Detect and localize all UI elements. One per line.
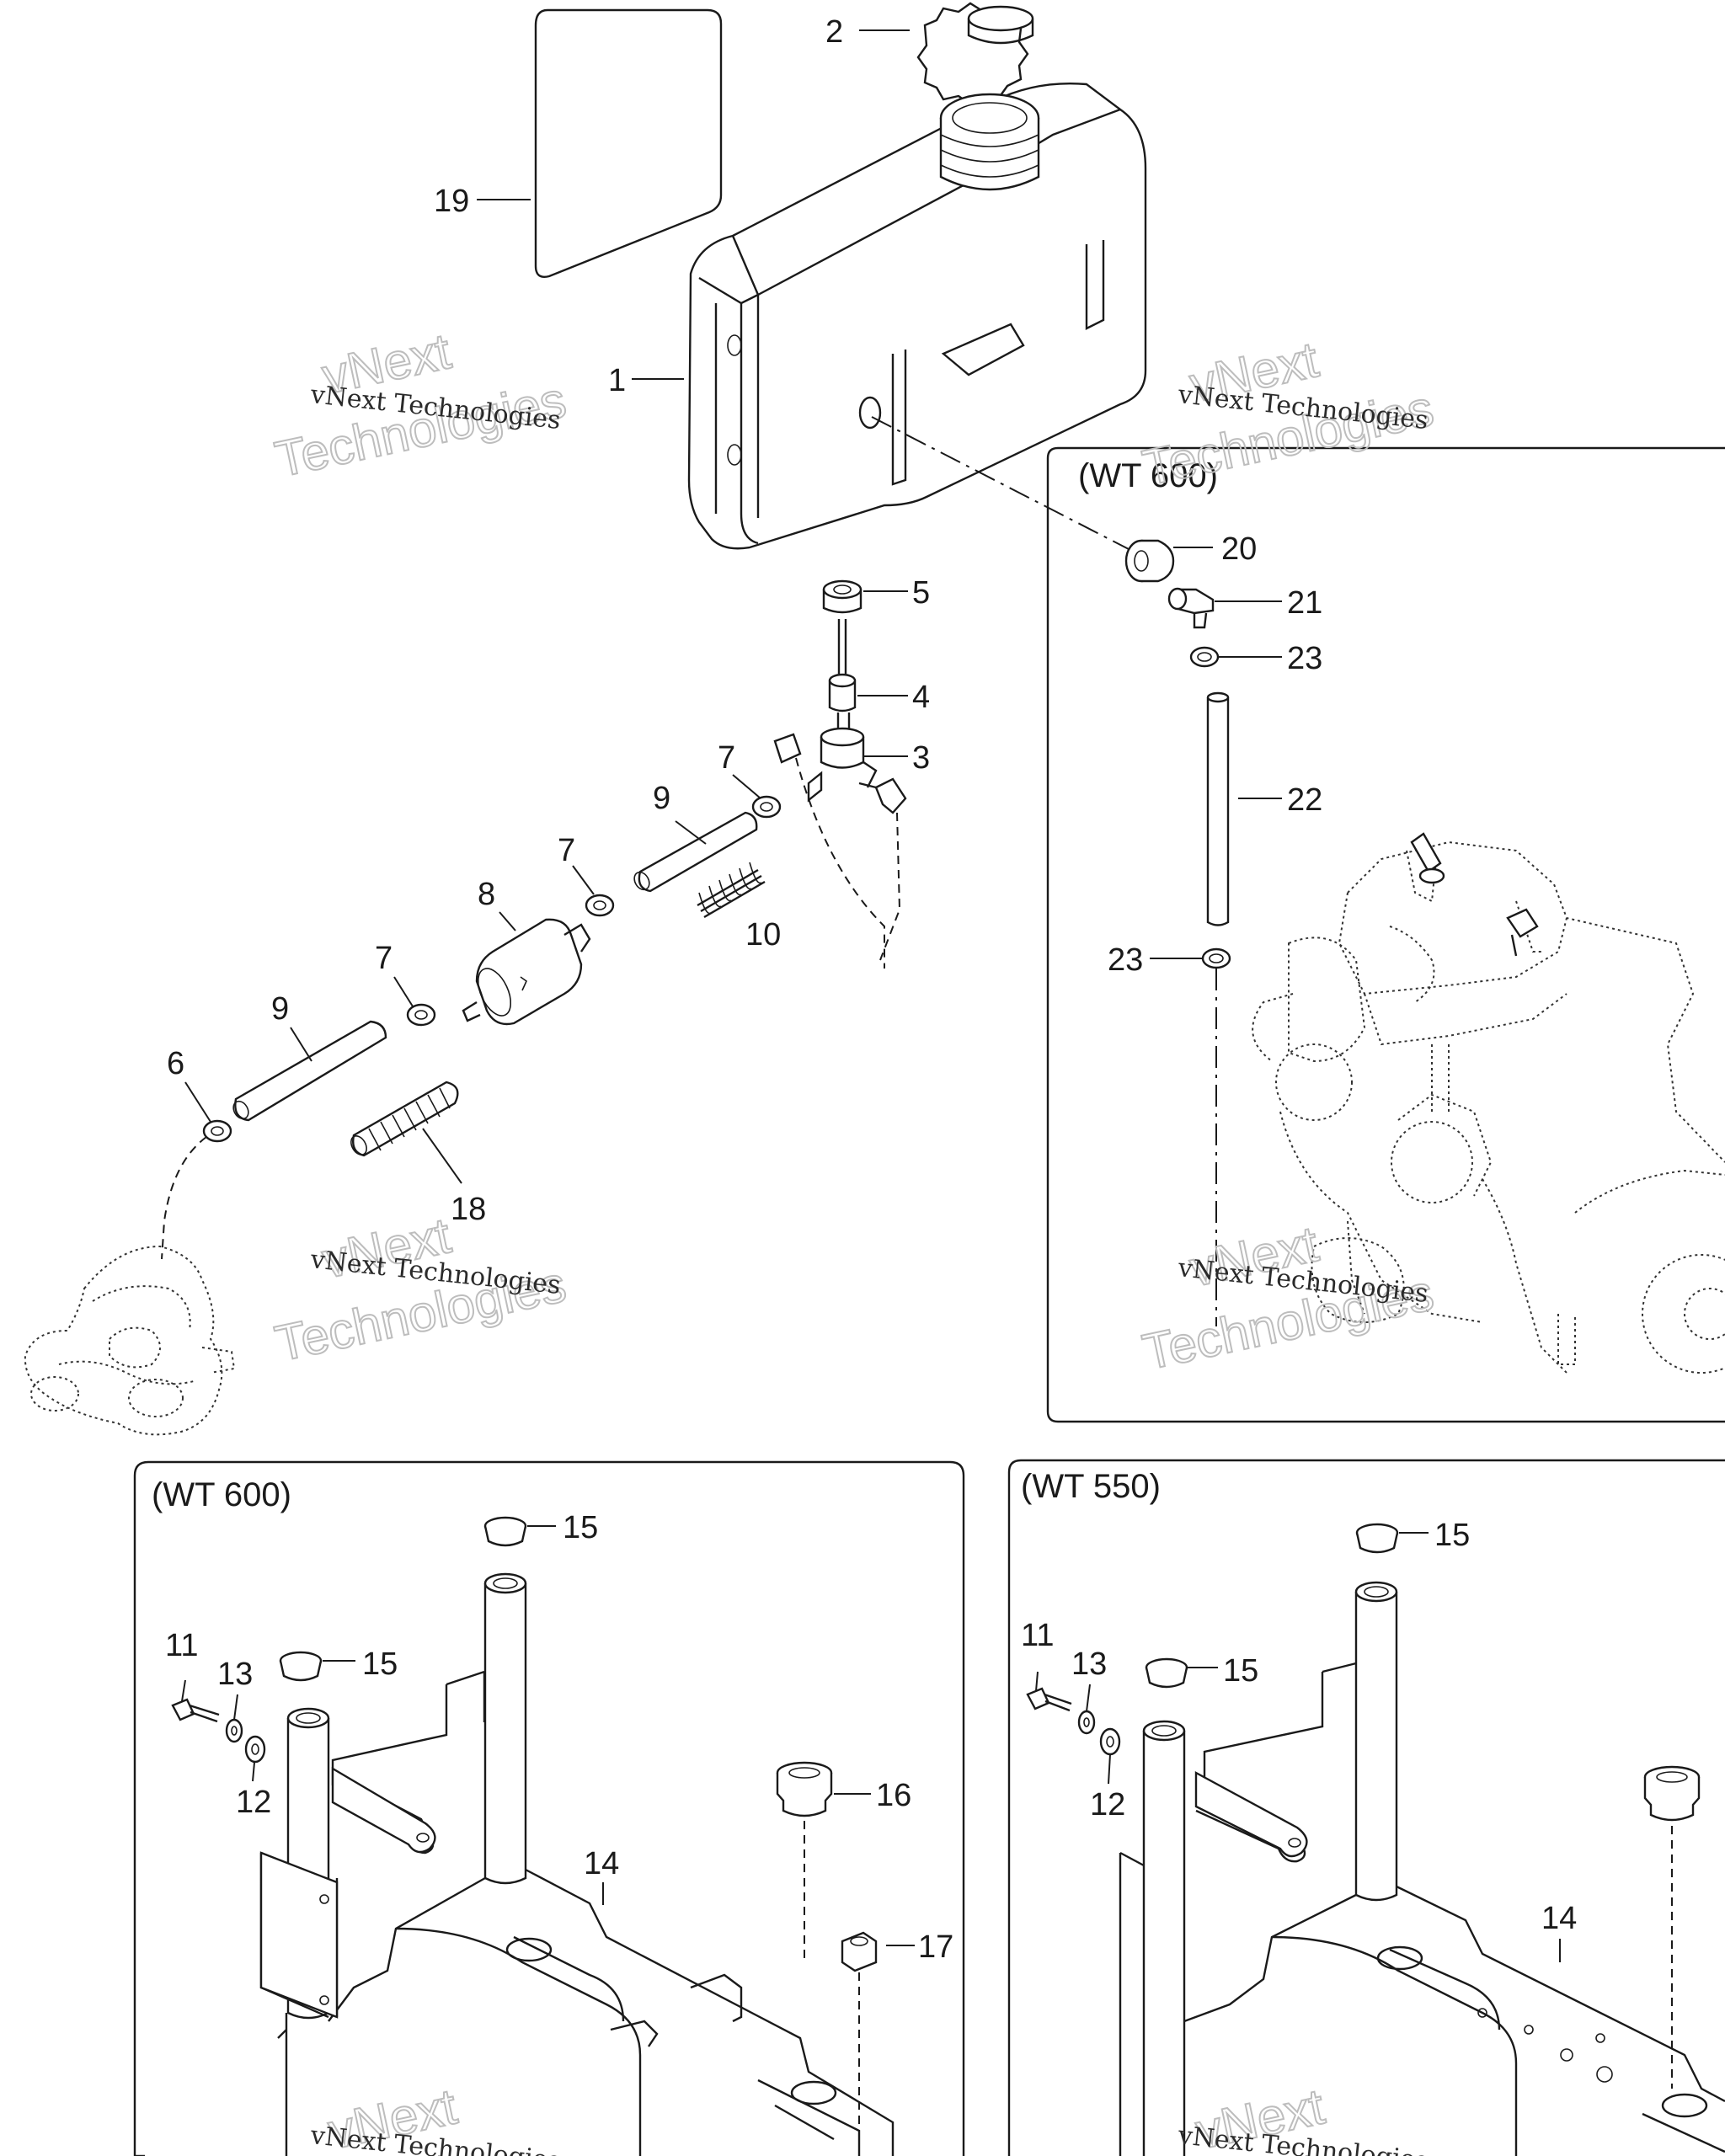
engine-detail-box — [1046, 446, 1725, 1423]
fuel-hose-9a-part — [633, 811, 758, 893]
engine-fittings — [1410, 832, 1539, 957]
callout-labels: 2 19 1 5 4 3 7 9 7 8 10 7 9 6 18 20 21 2… — [165, 14, 1577, 1965]
engine-box-label: (WT 600) — [1078, 457, 1218, 494]
cap-15b-part — [279, 1651, 323, 1682]
grommet-16b-part — [1643, 1765, 1701, 1822]
elbow-fitting-21-part — [1167, 587, 1215, 629]
callout-6: 6 — [167, 1046, 184, 1081]
clamp-23b-part — [1201, 947, 1231, 969]
washer-12b-part — [1099, 1727, 1121, 1756]
washer-12a-part — [244, 1735, 266, 1764]
grommet-16a-part — [776, 1761, 833, 1817]
nut-17-part — [841, 1931, 878, 1972]
callout-12a: 12 — [236, 1785, 271, 1820]
box-labels: (WT 600) (WT 600) (WT 550) — [152, 457, 1218, 1513]
mounting-plate-left — [259, 1851, 339, 2019]
frame-14b-part — [1119, 1662, 1725, 2156]
washer-13a-part — [225, 1718, 243, 1743]
clamp-7c-part — [406, 1003, 436, 1027]
callout-17: 17 — [918, 1929, 953, 1965]
grommet-5-part — [822, 579, 862, 614]
callout-22: 22 — [1287, 782, 1322, 818]
cap-15d-part — [1145, 1657, 1188, 1689]
fuel-hose-9b-part — [232, 1020, 387, 1122]
callout-8: 8 — [478, 877, 495, 912]
callout-9b: 9 — [271, 991, 289, 1027]
bolt-11b-part — [1026, 1687, 1072, 1712]
label-decal-part — [534, 8, 723, 278]
callout-2: 2 — [825, 14, 843, 50]
callout-18: 18 — [451, 1192, 486, 1227]
grommet-20-part — [1124, 539, 1175, 583]
callout-7b: 7 — [558, 833, 575, 868]
callout-5: 5 — [912, 575, 930, 611]
callout-13a: 13 — [217, 1657, 253, 1692]
callout-3: 3 — [912, 740, 930, 776]
fuel-pickup-4-part — [828, 619, 857, 734]
callout-20: 20 — [1221, 531, 1257, 567]
frame-box-left — [133, 1460, 965, 2156]
frame-box-right-label: (WT 550) — [1021, 1468, 1161, 1505]
washer-13b-part — [1077, 1710, 1096, 1735]
callout-10: 10 — [745, 917, 781, 953]
cap-15a-part — [483, 1516, 527, 1547]
leader-lines — [181, 29, 1561, 1962]
callout-7a: 7 — [718, 740, 735, 776]
callout-15c: 15 — [1434, 1518, 1470, 1553]
clamp-7a-part — [751, 795, 782, 819]
callout-15b: 15 — [362, 1646, 398, 1682]
frame-14a-part — [259, 1670, 895, 2156]
callout-9a: 9 — [653, 781, 670, 816]
callout-4: 4 — [912, 680, 930, 715]
clamp-23a-part — [1189, 646, 1220, 668]
callout-15a: 15 — [563, 1510, 598, 1545]
bolt-11a-part — [171, 1698, 220, 1723]
clamp-7b-part — [585, 894, 615, 917]
engine-outline — [1252, 841, 1725, 1374]
fuel-tank-part — [687, 82, 1147, 550]
callout-23b: 23 — [1108, 942, 1143, 978]
spring-10-part — [697, 862, 766, 919]
callout-11a: 11 — [165, 1628, 198, 1663]
frame-box-left-label: (WT 600) — [152, 1476, 291, 1513]
frame-post-left-tall — [483, 1572, 527, 1885]
frame-post-right-short — [1142, 1720, 1186, 2156]
bracket-right — [1194, 1770, 1308, 1858]
callout-16a: 16 — [876, 1778, 911, 1813]
callout-21: 21 — [1287, 585, 1322, 621]
clamp-6-part — [202, 1119, 232, 1143]
callout-19: 19 — [434, 184, 469, 219]
spring-18-part — [350, 1081, 459, 1157]
vent-hose-22-part — [1206, 691, 1230, 926]
tank-cap-part — [916, 2, 1034, 106]
cap-15c-part — [1355, 1523, 1399, 1554]
fuel-filter-8-part — [462, 918, 591, 1026]
callout-14a: 14 — [584, 1846, 619, 1881]
callout-15d: 15 — [1223, 1653, 1258, 1689]
bracket-left — [331, 1766, 436, 1854]
callout-23a: 23 — [1287, 641, 1322, 676]
carburetor-outline — [24, 1245, 236, 1436]
callout-7c: 7 — [375, 941, 393, 976]
callout-13b: 13 — [1071, 1646, 1107, 1682]
callout-14b: 14 — [1541, 1901, 1577, 1936]
callout-1: 1 — [608, 363, 626, 398]
frame-post-right-tall — [1354, 1581, 1398, 1902]
shut-off-valve-3-part — [773, 727, 907, 814]
callout-12b: 12 — [1090, 1787, 1125, 1822]
frame-box-right — [1007, 1459, 1725, 2156]
callout-11b: 11 — [1021, 1618, 1054, 1653]
